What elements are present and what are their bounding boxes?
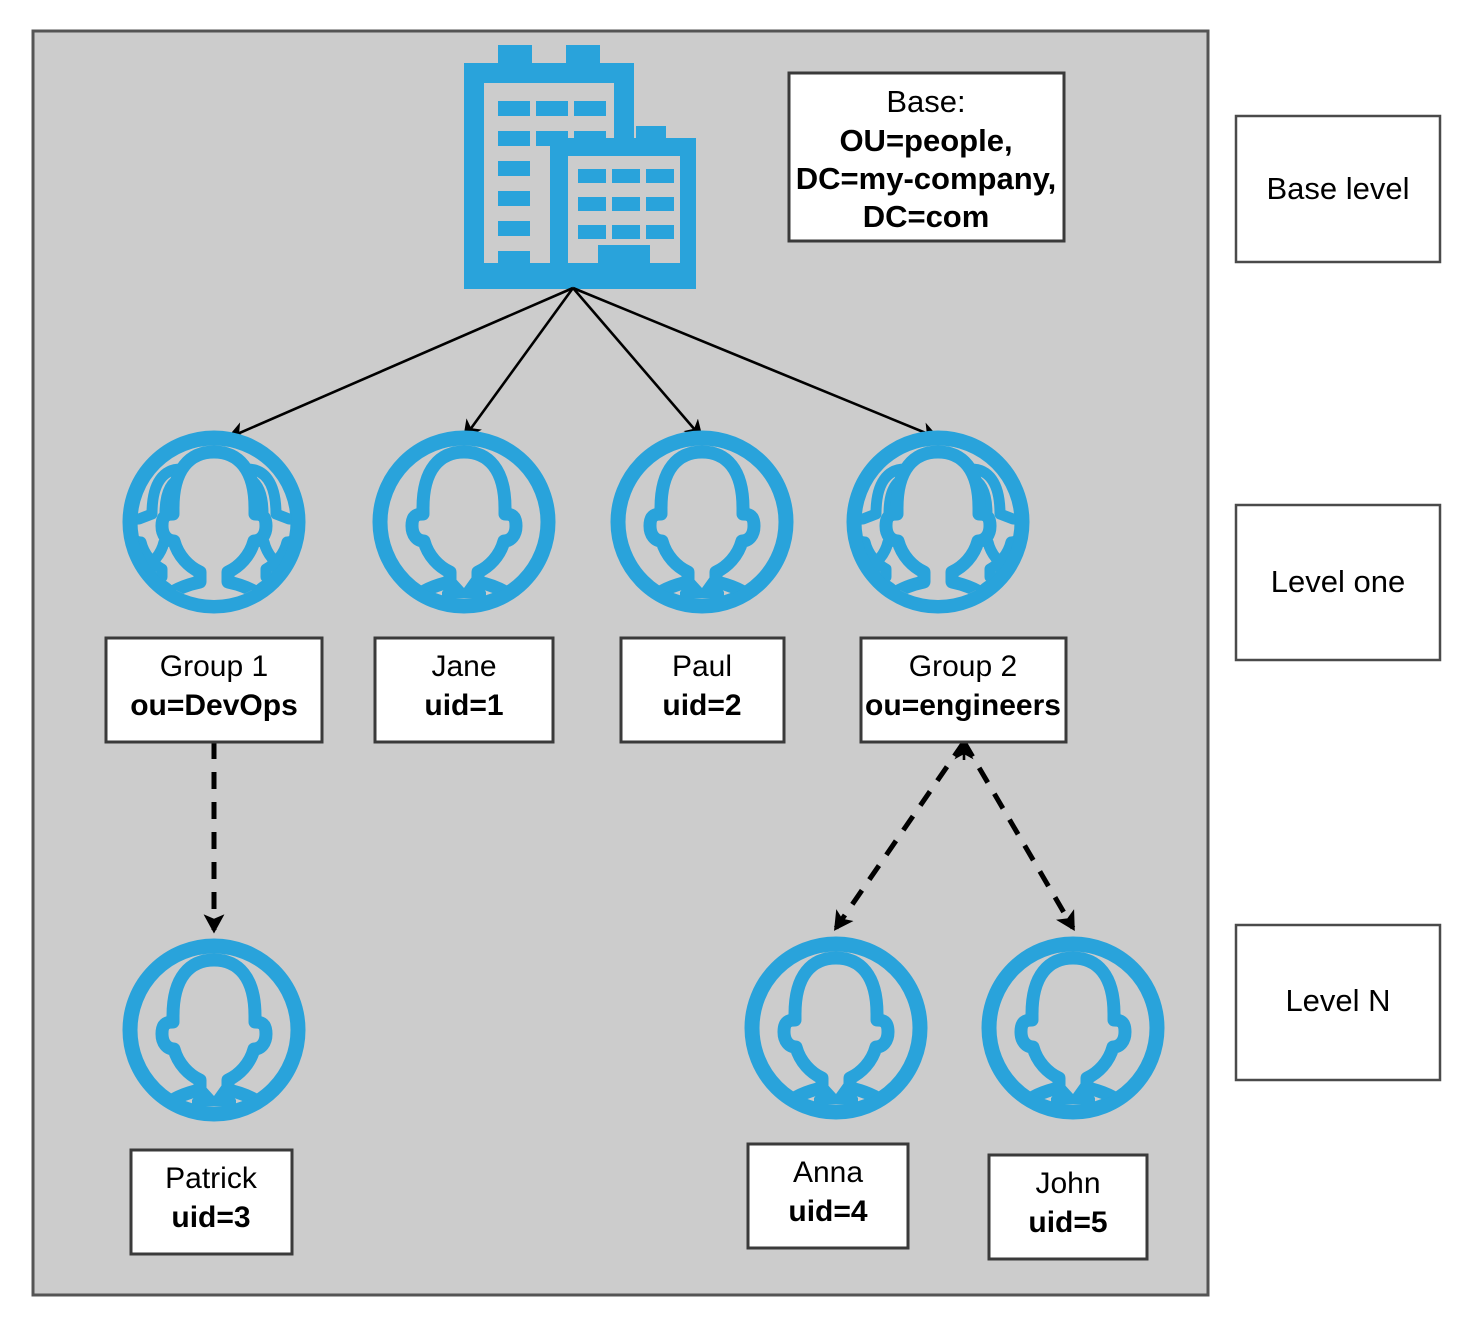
base-box-line-2: DC=my-company, [796, 161, 1056, 196]
node-patrick-name: Patrick [165, 1162, 258, 1195]
edges-level-one-to-level-n [203, 740, 1076, 934]
base-box-line-1: OU=people, [839, 123, 1012, 158]
node-john-box [987, 1153, 1149, 1261]
legend-base-level: Base level [1234, 114, 1442, 264]
edge-root-group1 [226, 286, 574, 440]
legend-level-n: Level N [1234, 923, 1442, 1082]
base-dn-box: Base: OU=people, DC=my-company, DC=com [787, 71, 1066, 243]
node-patrick[interactable]: Patrick uid=3 [129, 946, 298, 1256]
node-group-2-box [859, 636, 1068, 744]
legend-base-level-label: Base level [1266, 171, 1409, 206]
edge-group2-anna [833, 740, 967, 931]
node-group-1-name: Group 1 [160, 650, 268, 683]
node-john[interactable]: John uid=5 [987, 944, 1157, 1261]
node-anna-attr: uid=4 [788, 1195, 868, 1228]
node-anna[interactable]: Anna uid=4 [746, 944, 920, 1250]
node-patrick-box [129, 1148, 294, 1256]
node-paul-attr: uid=2 [662, 689, 741, 722]
node-john-attr: uid=5 [1028, 1206, 1107, 1239]
node-jane-attr: uid=1 [424, 689, 503, 722]
legend-level-n-label: Level N [1285, 983, 1390, 1018]
base-box-title: Base: [886, 84, 965, 119]
node-paul-box [619, 636, 786, 744]
node-group-1[interactable]: Group 1 ou=DevOps [104, 438, 324, 744]
node-john-name: John [1035, 1167, 1100, 1200]
legend-level-one: Level one [1234, 503, 1442, 662]
edge-group2-john [961, 740, 1076, 932]
node-anna-box [746, 1142, 910, 1250]
node-jane[interactable]: Jane uid=1 [373, 438, 555, 744]
node-patrick-attr: uid=3 [171, 1201, 250, 1234]
edge-root-group2 [572, 286, 940, 441]
edges-root-to-level-one [226, 286, 940, 441]
node-group-2-name: Group 2 [909, 650, 1017, 683]
node-paul[interactable]: Paul uid=2 [618, 438, 786, 744]
edge-root-paul [572, 287, 704, 440]
node-group-1-attr: ou=DevOps [130, 689, 298, 722]
node-jane-box [373, 636, 555, 744]
node-group-1-box [104, 636, 324, 744]
base-box-line-3: DC=com [863, 199, 990, 234]
edge-root-jane [462, 287, 575, 440]
node-anna-name: Anna [793, 1156, 863, 1189]
node-group-2[interactable]: Group 2 ou=engineers [843, 438, 1068, 744]
node-paul-name: Paul [672, 650, 732, 683]
node-group-2-attr: ou=engineers [865, 689, 1061, 722]
legend-level-one-label: Level one [1271, 564, 1405, 599]
node-jane-name: Jane [431, 650, 496, 683]
